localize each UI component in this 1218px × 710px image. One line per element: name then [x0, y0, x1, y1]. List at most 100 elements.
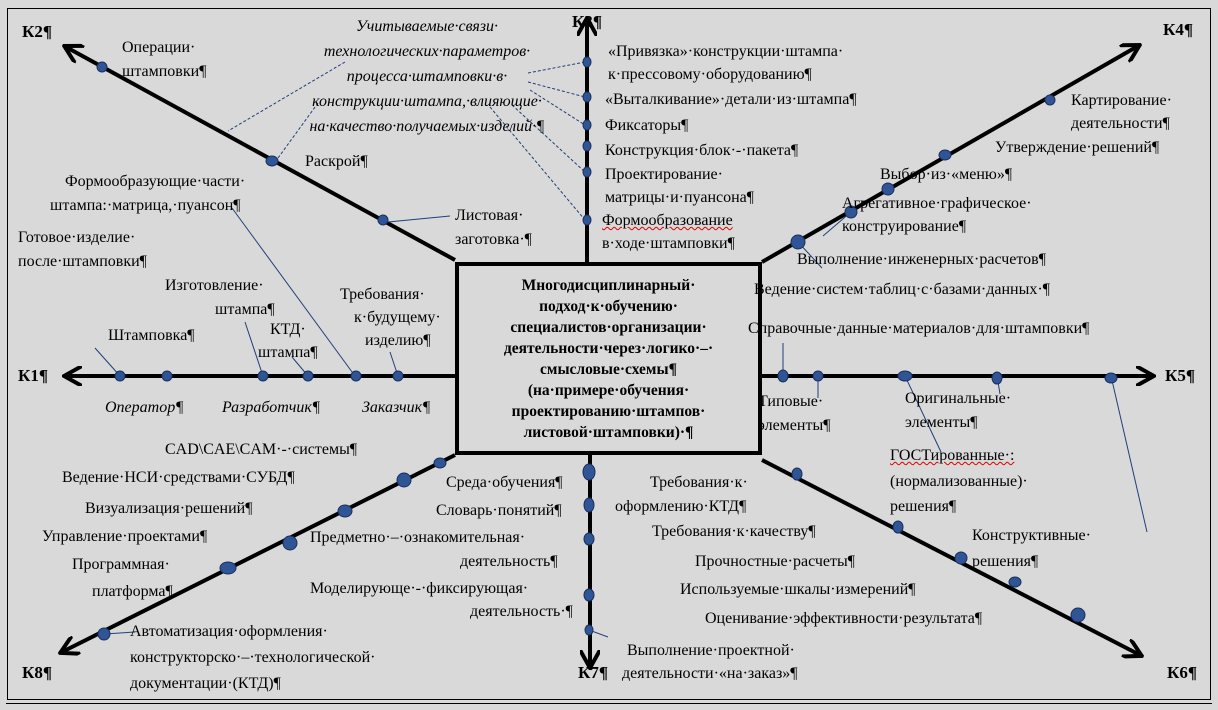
k1-label: КТД· — [270, 321, 306, 338]
k4-label: Картирование· — [1071, 92, 1172, 109]
axis-k2 — [66, 47, 456, 262]
k8-label: платформа¶ — [92, 583, 173, 600]
k6-label: Используемые·шкалы·измерений¶ — [680, 581, 916, 598]
connectors — [94, 207, 1148, 638]
nodes — [96, 56, 1118, 641]
k6-label: Оценивание·эффективности·результата¶ — [705, 610, 983, 627]
k2-label: заготовка·¶ — [455, 231, 532, 248]
k7-label: деятельность¶ — [460, 553, 558, 570]
k7-label: Моделирующе·-·фиксирующая· — [310, 580, 529, 597]
k4-label: Выполнение·инженерных·расчетов¶ — [797, 251, 1046, 268]
note-line: технологических·параметров· — [323, 43, 531, 60]
k1-role: Разработчик¶ — [222, 399, 321, 416]
k4-label: деятельности¶ — [1071, 115, 1170, 132]
axis-label-k2: К2¶ — [22, 22, 53, 41]
k8-label: конструкторско·–·технологической· — [130, 649, 376, 666]
k8-label: Визуализация·решений¶ — [85, 500, 253, 517]
k5-label: Справочные·данные·материалов·для·штампов… — [748, 320, 1090, 337]
k7-label: Словарь·понятий¶ — [436, 502, 562, 519]
k2-label: Операции· — [122, 39, 196, 56]
k2-label: Листовая· — [455, 207, 524, 224]
axis-label-k7: К7¶ — [578, 663, 609, 682]
links-note: Учитываемые·связи· технологических·парам… — [302, 14, 552, 139]
page-divider — [6, 703, 1212, 704]
k1-label: Готовое·изделие· — [18, 229, 136, 246]
k1-label: Штамповка¶ — [108, 327, 195, 344]
k1-label: Требования· — [340, 286, 425, 303]
center-line: специалистов·организации· — [510, 318, 707, 336]
k2-label: штампа:·матрица,·пуансон¶ — [50, 197, 241, 214]
k3-label: в·ходе·штамповки¶ — [602, 235, 735, 252]
note-line: процесса·штамповки·в· — [346, 68, 508, 85]
k1-label: штампа¶ — [258, 344, 318, 361]
center-line: проектированию·штампов· — [511, 402, 706, 420]
axis-label-k1: К1¶ — [18, 366, 49, 385]
k7-label: Среда·обучения¶ — [446, 474, 563, 491]
k1-label: штампа¶ — [215, 301, 275, 318]
central-concept-box: Многодисциплинарный· подход·к·обучению· … — [455, 262, 762, 455]
axis-k6 — [761, 458, 1140, 655]
k4-label: Ведение·систем·таблиц·с·базами·данных·¶ — [754, 281, 1050, 298]
k6-label: Требования·к· — [650, 474, 748, 491]
k5-label: Оригинальные· — [905, 390, 1012, 407]
k7-label: Предметно·–·ознакомительная· — [310, 529, 526, 546]
k2-label: штамповки¶ — [122, 63, 207, 80]
k3-label: «Выталкивание»·детали·из·штампа¶ — [605, 91, 857, 108]
k5-label: ГОСТированные·: — [890, 447, 1015, 464]
k8-label: Программная· — [72, 556, 170, 573]
k4-label: конструирование¶ — [842, 218, 967, 235]
k5-label: решения¶ — [890, 498, 957, 515]
k7-label: деятельность·¶ — [470, 603, 573, 620]
k4-label: Утверждение·решений¶ — [995, 139, 1160, 156]
k1-label: изделию¶ — [365, 332, 431, 349]
k8-label: Ведение·НСИ·средствами·СУБД¶ — [62, 469, 295, 486]
k2-label: Формообразующие·части· — [65, 173, 246, 190]
k3-label: Конструкция·блок·-·пакета¶ — [605, 142, 799, 159]
k5-label: Типовые· — [758, 393, 824, 410]
center-line: смысловые·схемы¶ — [540, 360, 677, 378]
dashed-links — [227, 61, 586, 221]
k2-label: Раскрой¶ — [305, 153, 368, 170]
k5-label: (нормализованные)· — [890, 473, 1028, 490]
axis-label-k3: К3¶ — [572, 12, 603, 31]
k6-label: Выполнение·проектной· — [627, 642, 795, 659]
note-line: конструкции·штампа,·влияющие· — [312, 93, 542, 110]
center-line: подход·к·обучению· — [539, 297, 678, 315]
center-line: Многодисциплинарный· — [521, 276, 696, 294]
center-line: деятельности·через·логико·–· — [503, 339, 714, 357]
k6-label: деятельности·«на·заказ»¶ — [622, 665, 798, 682]
k4-label: Агрегативное·графическое· — [842, 195, 1032, 212]
axis-label-k4: К4¶ — [1163, 20, 1194, 39]
axis-label-k6: К6¶ — [1167, 663, 1198, 682]
k8-label: Управление·проектами¶ — [42, 528, 208, 545]
k8-label: Автоматизация·оформления· — [130, 623, 328, 640]
k1-role: Оператор¶ — [105, 399, 184, 416]
k5-label: элементы¶ — [758, 417, 831, 434]
k3-label: матрицы·и·пуансона¶ — [605, 189, 755, 206]
k1-role: Заказчик¶ — [362, 399, 431, 416]
k1-label: к·будущему· — [354, 309, 441, 326]
k3-label: Фиксаторы¶ — [605, 117, 689, 134]
k5-label: решения¶ — [972, 553, 1039, 570]
k1-label: после·штамповки¶ — [18, 253, 147, 270]
axis-k8 — [62, 453, 456, 652]
k3-label: к·прессовому·оборудованию¶ — [608, 66, 812, 83]
k5-label: элементы¶ — [905, 414, 978, 431]
k3-label: «Привязка»·конструкции·штампа· — [608, 43, 844, 60]
axis-label-k8: К8¶ — [22, 663, 53, 682]
k1-label: Изготовление· — [165, 277, 264, 294]
k8-label: документации·(КТД)¶ — [130, 675, 281, 692]
k4-label: Выбор·из·«меню»¶ — [880, 166, 1013, 183]
k6-label: Прочностные·расчеты¶ — [695, 553, 856, 570]
k3-label: Формообразование — [602, 212, 733, 229]
center-line: (на·примере·обучения· — [527, 381, 690, 399]
diagram-frame — [7, 8, 1211, 700]
note-line: на·качество·получаемых·изделий·¶ — [309, 118, 545, 135]
axis-label-k5: К5¶ — [1165, 366, 1196, 385]
k3-label: Проектирование· — [605, 166, 723, 183]
k6-label: Требования·к·качеству¶ — [652, 523, 816, 540]
center-line: листовой·штамповки)·¶ — [523, 423, 694, 441]
k8-label: CAD\CAE\CAM·-·системы¶ — [165, 441, 358, 458]
note-line: Учитываемые·связи· — [356, 18, 498, 35]
